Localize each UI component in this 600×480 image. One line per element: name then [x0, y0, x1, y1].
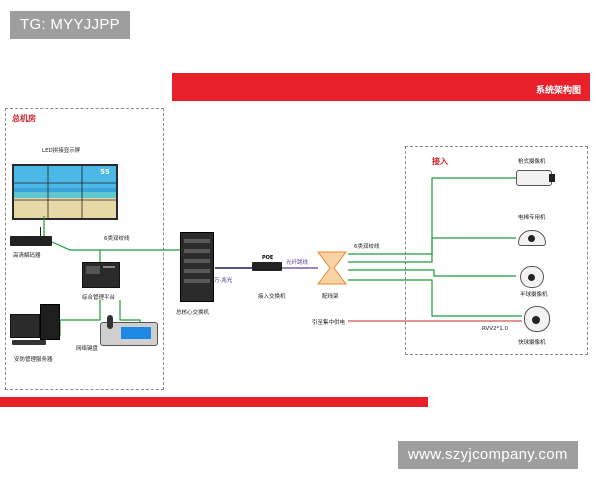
decoder-antenna-icon [40, 227, 41, 237]
management-platform-icon [82, 262, 120, 288]
core-link-label: 万·兆光 [214, 278, 233, 284]
banner-title: 系统架构图 [536, 86, 582, 96]
speed-dome-camera-icon [524, 306, 550, 332]
camera-label-speed-dome: 快球摄像机 [518, 340, 546, 346]
camera-label-elevator: 电梯专用机 [518, 215, 546, 221]
access-switch-label: 接入交换机 [258, 294, 286, 300]
bottom-strip [0, 397, 428, 407]
decoder-icon [10, 236, 52, 246]
poe-text: POE [262, 255, 274, 261]
bullet-camera-icon [516, 170, 555, 186]
screen-size-text: 55 [100, 168, 110, 176]
led-wall-label: LED拼接显示屏 [42, 148, 81, 154]
access-zone [405, 146, 588, 355]
network-keyboard-icon [100, 315, 158, 346]
server-tower-icon [40, 304, 60, 340]
led-wall-graphic [12, 164, 118, 220]
decoder-label: 高清解码器 [13, 253, 41, 259]
power-cable-label: RVV2*1.0 [482, 326, 509, 332]
dome-camera-icon [520, 266, 544, 288]
power-label: 引至集中供电 [312, 320, 346, 326]
access-switch-icon [252, 262, 282, 271]
access-zone-title: 接入 [432, 157, 448, 166]
fiber-label: 光纤跳线 [286, 260, 309, 266]
server-monitor-icon [10, 314, 40, 338]
core-switch-icon [180, 232, 214, 302]
server-keyboard-icon [12, 340, 46, 345]
access-cable-label: 6类双绞线 [354, 244, 380, 250]
watermark-top: TG: MYYJJPP [10, 11, 130, 39]
patch-panel-label: 配线架 [322, 294, 339, 300]
core-switch-label: 总核心交换机 [176, 310, 210, 316]
watermark-bottom: www.szyjcompany.com [398, 441, 578, 469]
camera-label-dome: 半球摄像机 [520, 292, 548, 298]
platform-label: 综合管理平台 [82, 295, 116, 301]
control-room-zone [5, 108, 164, 390]
camera-label-bullet: 枪式摄像机 [518, 159, 546, 165]
control-room-title: 总机房 [12, 114, 36, 123]
control-cable-label: 6类双绞线 [104, 236, 130, 242]
keyboard-label: 网络键盘 [76, 346, 99, 352]
server-label: 安防管理服务器 [14, 357, 53, 363]
title-banner [172, 73, 590, 101]
